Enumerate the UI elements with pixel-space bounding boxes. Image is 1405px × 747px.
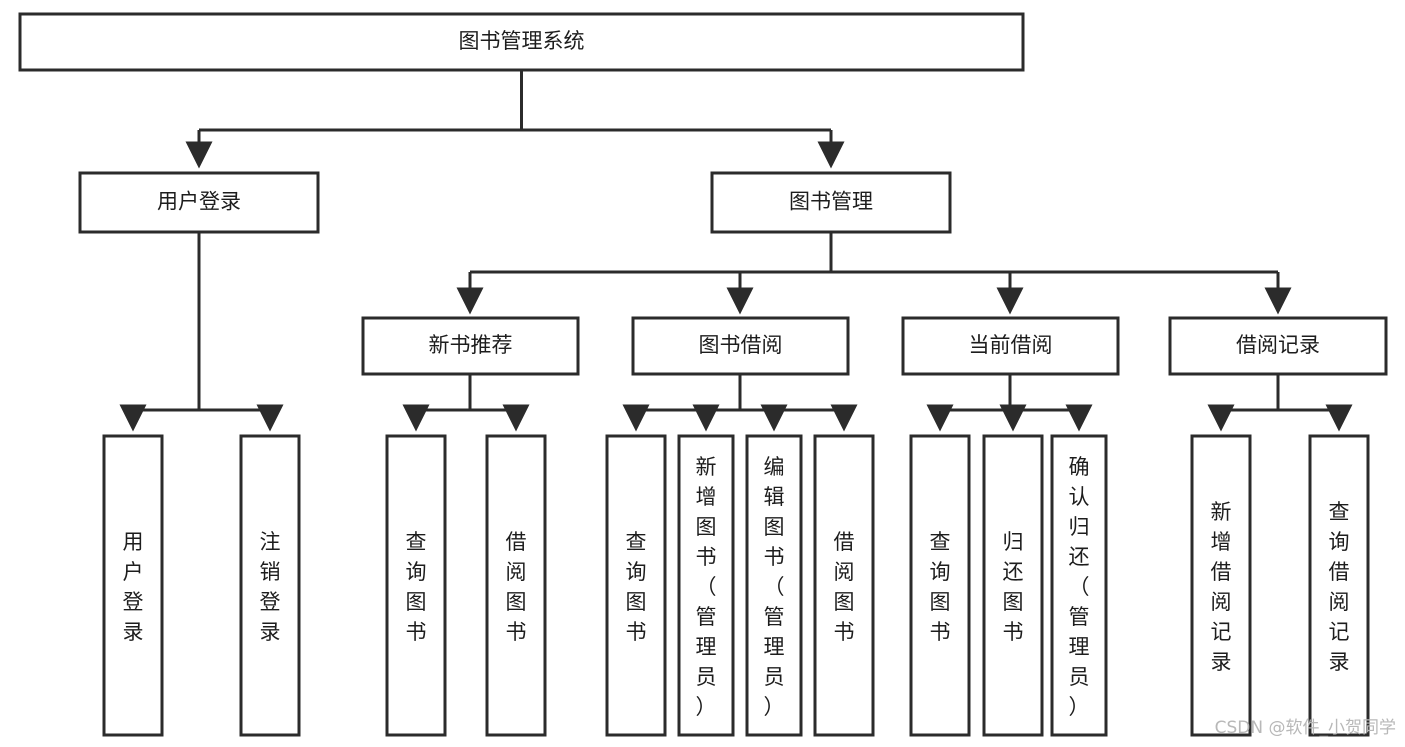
node-box-leaf-query-book-2 (605, 434, 667, 737)
node-box-leaf-query-book-1 (385, 434, 447, 737)
node-current-borrow[interactable]: 当前借阅 (901, 316, 1120, 376)
node-box-book-borrow (631, 316, 850, 376)
node-label-borrow-record: 借阅记录 (1236, 333, 1320, 357)
node-box-leaf-borrow-book-1 (485, 434, 547, 737)
node-label-leaf-borrow-book-2: 借阅图书 (834, 530, 855, 644)
node-leaf-borrow-book-2[interactable]: 借阅图书 (813, 434, 875, 737)
node-label-leaf-edit-book: 编辑图书（管理员） (764, 455, 785, 719)
node-box-book-manage (710, 171, 952, 234)
node-user-login[interactable]: 用户登录 (78, 171, 320, 234)
node-label-leaf-query-record: 查询借阅记录 (1329, 500, 1350, 674)
node-label-root: 图书管理系统 (459, 29, 585, 53)
node-box-leaf-add-record (1190, 434, 1252, 737)
node-leaf-query-book-2[interactable]: 查询图书 (605, 434, 667, 737)
node-label-leaf-borrow-book-1: 借阅图书 (506, 530, 527, 644)
connector-layer (119, 70, 1353, 432)
node-box-leaf-return-book (982, 434, 1044, 737)
node-box-leaf-query-book-3 (909, 434, 971, 737)
node-leaf-return-book[interactable]: 归还图书 (982, 434, 1044, 737)
node-borrow-record[interactable]: 借阅记录 (1168, 316, 1388, 376)
node-new-book-recommend[interactable]: 新书推荐 (361, 316, 580, 376)
node-leaf-query-book-3[interactable]: 查询图书 (909, 434, 971, 737)
node-leaf-user-login[interactable]: 用户登录 (102, 434, 164, 737)
node-root[interactable]: 图书管理系统 (18, 12, 1025, 72)
node-label-book-borrow: 图书借阅 (699, 333, 783, 357)
node-label-leaf-user-logout: 注销登录 (260, 530, 281, 644)
node-box-leaf-user-login (102, 434, 164, 737)
node-label-new-book-recommend: 新书推荐 (429, 333, 513, 357)
node-label-user-login: 用户登录 (157, 190, 241, 214)
node-label-leaf-add-book: 新增图书（管理员） (696, 455, 717, 719)
csdn-watermark: CSDN @软件_小贺同学 (1215, 718, 1396, 738)
node-leaf-confirm-return[interactable]: 确认归还（管理员） (1050, 434, 1108, 737)
node-box-borrow-record (1168, 316, 1388, 376)
node-book-manage[interactable]: 图书管理 (710, 171, 952, 234)
node-leaf-borrow-book-1[interactable]: 借阅图书 (485, 434, 547, 737)
node-box-leaf-confirm-return (1050, 434, 1108, 737)
node-box-root (18, 12, 1025, 72)
node-leaf-add-book[interactable]: 新增图书（管理员） (677, 434, 735, 737)
node-box-leaf-add-book (677, 434, 735, 737)
node-box-leaf-user-logout (239, 434, 301, 737)
node-label-leaf-user-login: 用户登录 (123, 530, 144, 644)
node-box-new-book-recommend (361, 316, 580, 376)
node-label-leaf-query-book-3: 查询图书 (930, 530, 951, 644)
node-layer: 图书管理系统用户登录用户登录注销登录图书管理新书推荐查询图书借阅图书图书借阅查询… (18, 12, 1388, 737)
node-label-leaf-return-book: 归还图书 (1003, 530, 1024, 644)
node-box-leaf-borrow-book-2 (813, 434, 875, 737)
node-label-leaf-query-book-2: 查询图书 (626, 530, 647, 644)
node-box-user-login (78, 171, 320, 234)
node-label-book-manage: 图书管理 (789, 190, 873, 214)
node-box-leaf-query-record (1308, 434, 1370, 737)
node-label-leaf-add-record: 新增借阅记录 (1211, 500, 1232, 674)
node-book-borrow[interactable]: 图书借阅 (631, 316, 850, 376)
node-leaf-edit-book[interactable]: 编辑图书（管理员） (745, 434, 803, 737)
node-leaf-query-book-1[interactable]: 查询图书 (385, 434, 447, 737)
node-label-current-borrow: 当前借阅 (969, 333, 1053, 357)
node-label-leaf-query-book-1: 查询图书 (406, 530, 427, 644)
node-label-leaf-confirm-return: 确认归还（管理员） (1069, 455, 1090, 719)
node-leaf-query-record[interactable]: 查询借阅记录 (1308, 434, 1370, 737)
node-leaf-user-logout[interactable]: 注销登录 (239, 434, 301, 737)
node-box-leaf-edit-book (745, 434, 803, 737)
node-leaf-add-record[interactable]: 新增借阅记录 (1190, 434, 1252, 737)
node-box-current-borrow (901, 316, 1120, 376)
